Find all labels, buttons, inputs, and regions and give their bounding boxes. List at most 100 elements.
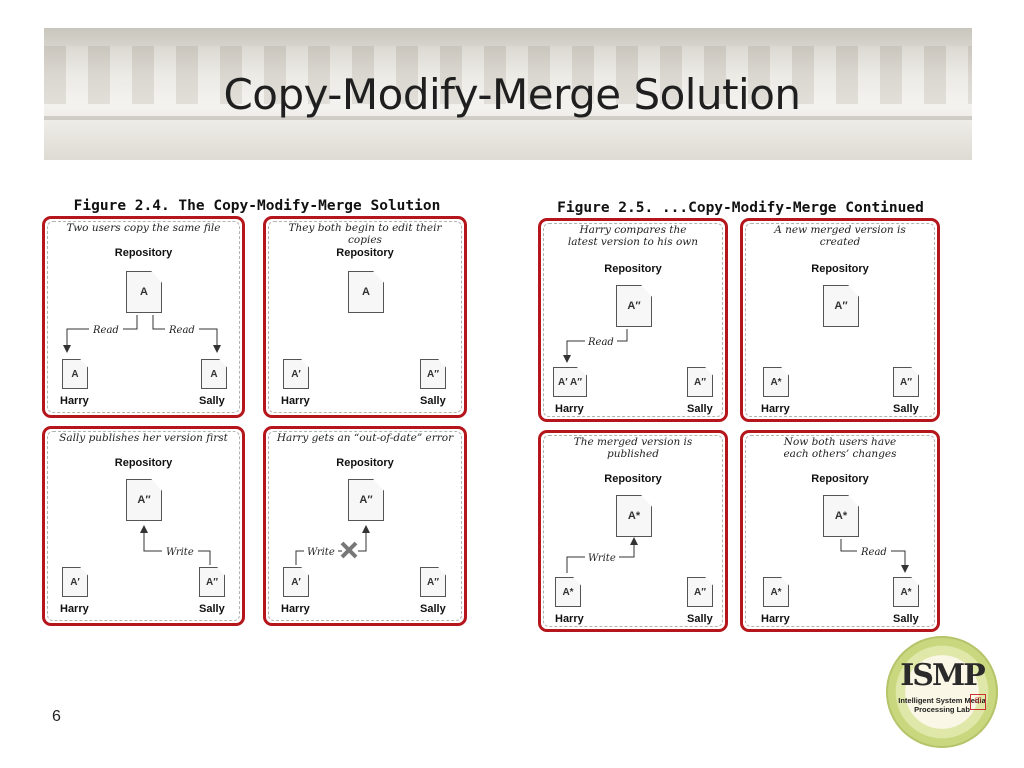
file-label: A″ [834,300,848,312]
logo-subtitle: Intelligent System Media Processing Lab [898,696,986,714]
file-label: A′ [291,576,301,588]
panel-caption: Harry compares the latest version to his… [567,224,699,248]
repository-file-icon: A″ [126,479,162,521]
write-label: Write [166,547,194,558]
read-label: Read [168,325,195,336]
harry-file-icon: A [62,359,88,389]
write-arrow: Write [295,525,370,565]
write-arrow: Write [140,525,211,565]
harry-file-icon: A′ [283,567,309,597]
harry-label: Harry [281,603,310,615]
slide-title: Copy-Modify-Merge Solution [223,70,801,119]
harry-file-icon: A* [763,577,789,607]
file-label: A* [627,510,641,522]
panel-sally-publishes: Sally publishes her version first Reposi… [42,426,245,626]
repository-label: Repository [114,457,173,469]
ismp-lab-logo: ISMP Intelligent System Media Processing… [886,636,998,748]
file-label: A′ [291,368,301,380]
figure-2-4: Figure 2.4. The Copy-Modify-Merge Soluti… [42,198,472,628]
sally-label: Sally [199,603,225,615]
harry-file-icon: A* [763,367,789,397]
repository-file-icon: A* [616,495,652,537]
repository-file-icon: A″ [348,479,384,521]
file-label: A″ [426,368,439,380]
file-label: A′ [70,576,80,588]
file-label: A* [900,586,912,598]
panel-caption: Sally publishes her version first [59,432,228,444]
panel-edit: They both begin to edit their copies Rep… [263,216,467,418]
file-label: A [71,368,79,380]
panel-caption: Now both users have each others’ changes [783,436,897,460]
harry-label: Harry [281,395,310,407]
panel-out-of-date: Harry gets an “out-of-date” error Reposi… [263,426,467,626]
panel-merged-published: The merged version is published Reposito… [538,430,728,632]
panel-caption: The merged version is published [573,436,693,460]
sally-file-icon: A [201,359,227,389]
write-label: Write [588,553,616,564]
sally-label: Sally [687,613,713,625]
sally-file-icon: A″ [687,577,713,607]
sally-label: Sally [199,395,225,407]
file-label: A″ [899,376,912,388]
error-x-icon [340,541,358,559]
repository-label: Repository [114,247,173,259]
file-label: A″ [426,576,439,588]
sally-label: Sally [687,403,713,415]
seal-icon: 印 [970,694,986,710]
read-label: Read [587,337,614,348]
logo-wordmark: ISMP [900,658,985,693]
repository-label: Repository [604,473,662,485]
sally-label: Sally [420,603,446,615]
page-number: 6 [52,708,61,725]
sally-file-icon: A* [893,577,919,607]
sally-file-icon: A″ [687,367,713,397]
file-label: A* [770,376,782,388]
file-label: A″ [693,376,706,388]
panel-compare: Harry compares the latest version to his… [538,218,728,422]
repository-file-icon: A* [823,495,859,537]
harry-file-icon: A′ [62,567,88,597]
file-label: A″ [693,586,706,598]
panel-caption: They both begin to edit their copies [288,222,442,246]
repository-file-icon: A [348,271,384,313]
panel-caption: A new merged version is created [774,224,906,248]
sally-file-icon: A″ [420,567,446,597]
repository-file-icon: A [126,271,162,313]
write-arrow: Write [566,537,638,573]
repository-label: Repository [336,457,394,469]
harry-label: Harry [60,603,89,615]
read-arrow: Read [563,329,628,363]
harry-file-icon: A′ [283,359,309,389]
harry-file-icon: A* [555,577,581,607]
harry-label: Harry [555,613,584,625]
file-label: A″ [137,494,151,506]
read-arrow: Read [840,539,909,573]
sally-label: Sally [893,403,919,415]
repository-label: Repository [604,263,662,275]
repository-file-icon: A″ [823,285,859,327]
read-arrows: Read Read [63,315,221,353]
figure-2-5: Figure 2.5. ...Copy-Modify-Merge Continu… [538,200,943,632]
sally-file-icon: A″ [199,567,225,597]
file-label: A′ A″ [557,376,583,388]
harry-label: Harry [761,613,790,625]
panel-copy: Two users copy the same file Repository … [42,216,245,418]
sally-file-icon: A″ [893,367,919,397]
file-label: A [140,286,148,298]
repository-file-icon: A″ [616,285,652,327]
file-label: A″ [359,494,373,506]
title-banner [44,28,972,160]
file-label: A* [770,586,782,598]
figure-caption: Figure 2.5. ...Copy-Modify-Merge Continu… [557,200,924,216]
panel-both-updated: Now both users have each others’ changes… [740,430,940,632]
panel-caption: Two users copy the same file [66,222,221,234]
read-label: Read [92,325,119,336]
sally-file-icon: A″ [420,359,446,389]
figure-caption: Figure 2.4. The Copy-Modify-Merge Soluti… [73,198,441,214]
harry-label: Harry [60,395,89,407]
file-label: A [362,286,370,298]
repository-label: Repository [336,247,394,259]
harry-label: Harry [761,403,790,415]
harry-label: Harry [555,403,584,415]
file-label: A [210,368,218,380]
